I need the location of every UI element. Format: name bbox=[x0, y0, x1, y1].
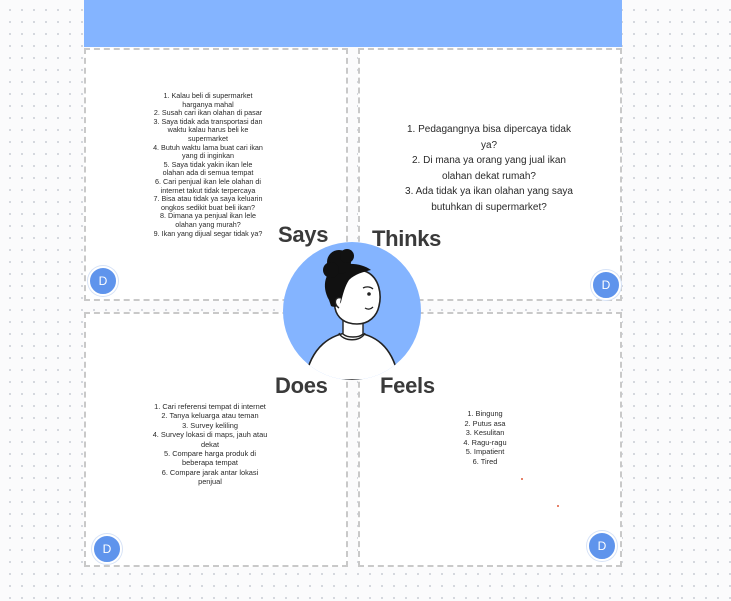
says-item: 6. Cari penjual ikan lele olahan di inte… bbox=[155, 176, 261, 195]
says-quadrant[interactable] bbox=[84, 48, 348, 301]
does-item: 3. Survey keliling bbox=[182, 420, 238, 430]
thinks-quadrant[interactable] bbox=[358, 48, 622, 301]
says-item: 8. Dimana ya penjual ikan lele olahan ya… bbox=[160, 211, 256, 229]
says-item: 3. Saya tidak ada transportasi dan waktu… bbox=[153, 116, 263, 143]
user-avatar[interactable]: D bbox=[88, 266, 118, 296]
feels-item: 5. Impatient bbox=[465, 447, 505, 457]
thinks-item: 1. Pedagangnya bisa dipercaya tidak ya? bbox=[406, 124, 571, 151]
says-item: 2. Susah cari ikan olahan di pasar bbox=[153, 108, 263, 118]
feels-sticky-note[interactable]: 1. Bingung 2. Putus asa 3. Kesulitan 4. … bbox=[440, 409, 530, 467]
persona-illustration bbox=[283, 242, 421, 380]
feels-label: Feels bbox=[380, 373, 435, 398]
feels-item: 4. Ragu-ragu bbox=[463, 437, 507, 447]
board-header-bar bbox=[84, 0, 622, 47]
does-item: 5. Compare harga produk di beberapa temp… bbox=[163, 449, 257, 468]
feels-item: 1. Bingung bbox=[467, 409, 503, 418]
user-avatar[interactable]: D bbox=[92, 534, 122, 564]
feels-item: 2. Putus asa bbox=[464, 418, 506, 428]
says-item: 5. Saya tidak yakin ikan lele olahan ada… bbox=[162, 159, 254, 178]
says-sticky-note[interactable]: 1. Kalau beli di supermarket harganya ma… bbox=[152, 91, 264, 238]
user-avatar[interactable]: D bbox=[587, 531, 617, 561]
does-item: 4. Survey lokasi di maps, jauh atau deka… bbox=[152, 430, 268, 449]
feels-item: 3. Kesulitan bbox=[465, 428, 505, 438]
says-label: Says bbox=[278, 222, 329, 247]
cursor-dot bbox=[521, 478, 523, 480]
says-item: 9. Ikan yang dijual segar tidak ya? bbox=[153, 228, 263, 238]
does-item: 1. Cari referensi tempat di internet bbox=[154, 402, 266, 411]
feels-item: 6. Tired bbox=[472, 456, 498, 466]
does-item: 2. Tanya keluarga atau teman bbox=[161, 411, 259, 421]
user-avatar[interactable]: D bbox=[591, 270, 621, 300]
thinks-sticky-note[interactable]: 1. Pedagangnya bisa dipercaya tidak ya? … bbox=[404, 122, 574, 215]
does-label: Does bbox=[275, 373, 328, 398]
cursor-dot bbox=[557, 505, 559, 507]
does-item: 6. Compare jarak antar lokasi penjual bbox=[161, 467, 259, 487]
says-item: 1. Kalau beli di supermarket harganya ma… bbox=[163, 91, 253, 109]
says-item: 4. Butuh waktu lama buat cari ikan yang … bbox=[153, 142, 263, 161]
thinks-label: Thinks bbox=[372, 226, 442, 251]
thinks-item: 3. Ada tidak ya ikan olahan yang saya bu… bbox=[405, 186, 573, 213]
thinks-item: 2. Di mana ya orang yang jual ikan olaha… bbox=[412, 155, 566, 182]
does-sticky-note[interactable]: 1. Cari referensi tempat di internet 2. … bbox=[150, 402, 270, 487]
says-item: 7. Bisa atau tidak ya saya keluarin ongk… bbox=[153, 194, 263, 212]
